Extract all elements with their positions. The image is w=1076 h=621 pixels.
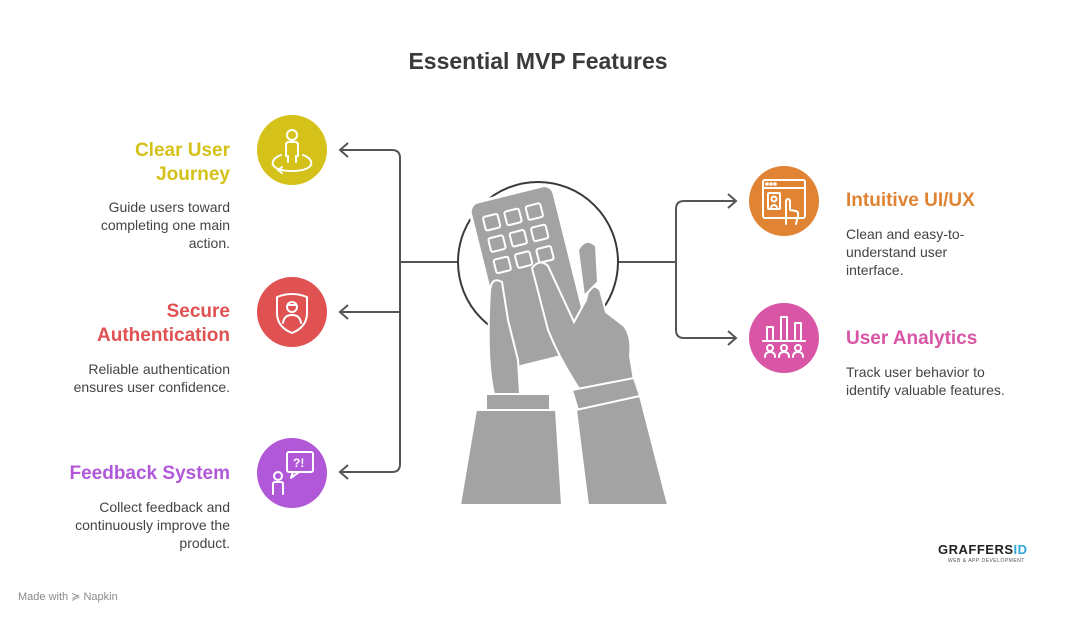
feature-title: Clear User Journey (134, 140, 230, 185)
feature-title: Feedback System (69, 463, 230, 484)
shield-user-icon (257, 277, 327, 347)
person-path-icon (257, 115, 327, 185)
person-speech-bubble-icon: ?! (257, 438, 327, 508)
feature-description: Reliable authentication ensures user con… (73, 361, 230, 395)
logo-name: GRAFFERSID (938, 542, 1028, 557)
logo-tagline: WEB & APP DEVELOPMENT (948, 558, 1025, 564)
svg-text:?!: ?! (293, 456, 304, 470)
feature-description: Guide users toward completing one main a… (100, 199, 230, 251)
napkin-watermark: Made with ≽ Napkin (18, 591, 118, 603)
feature-description: Clean and easy-to-understand user interf… (846, 226, 965, 278)
feature-title: Secure Authentication (97, 301, 230, 346)
feature-description: Collect feedback and continuously improv… (75, 499, 230, 551)
logo-name-suffix: ID (1013, 542, 1028, 557)
page-title: Essential MVP Features (408, 48, 668, 74)
bar-chart-users-icon (749, 303, 819, 373)
feature-title: User Analytics (846, 328, 978, 349)
logo-name-prefix: GRAFFERS (938, 542, 1014, 557)
feature-title: Intuitive UI/UX (846, 190, 975, 211)
graffersid-logo: GRAFFERSID WEB & APP DEVELOPMENT (938, 541, 1028, 567)
browser-touch-icon (749, 166, 819, 236)
feature-description: Track user behavior to identify valuable… (846, 364, 1005, 398)
